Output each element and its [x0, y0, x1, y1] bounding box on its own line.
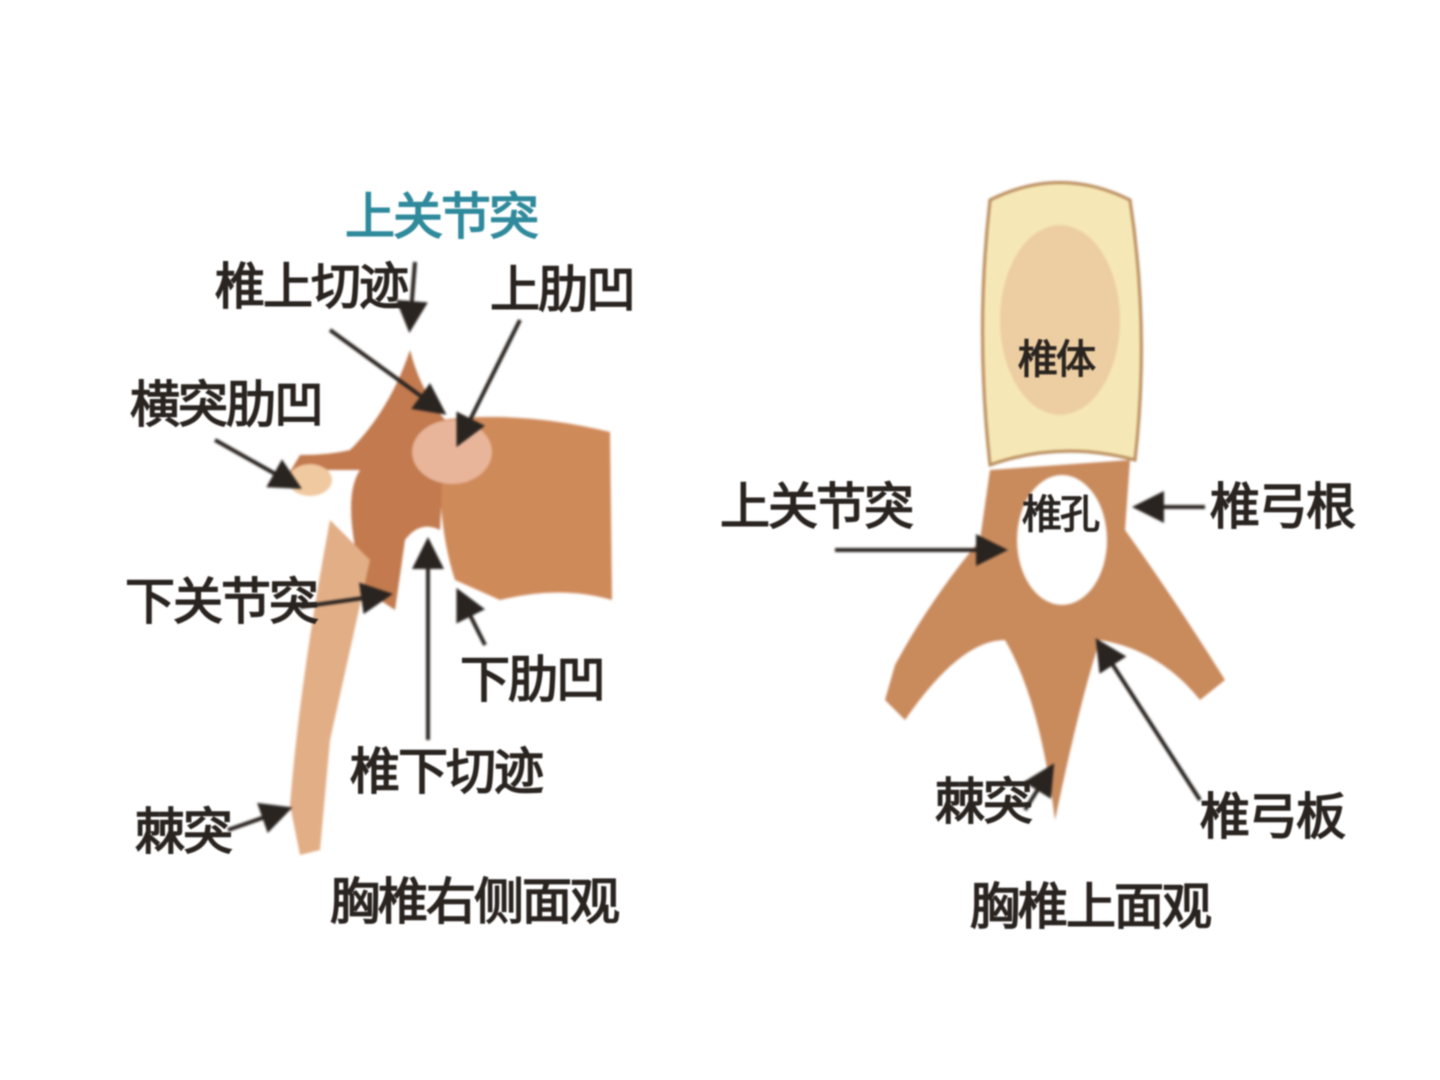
body-cancellous: [1000, 225, 1120, 415]
lateral-arch: [285, 350, 445, 610]
label-inferior-vertebral-notch: 椎下切迹: [350, 743, 544, 801]
label-spinous-process-top: 棘突: [935, 773, 1033, 831]
label-superior-articular-process-top: 上关节突: [720, 478, 914, 536]
label-superior-vertebral-notch: 椎上切迹: [215, 258, 409, 316]
superior-costal-facet-shape: [412, 420, 492, 484]
label-inferior-costal-facet: 下肋凹: [460, 651, 606, 709]
label-lamina: 椎弓板: [1200, 788, 1346, 846]
superior-leader-lines: [835, 491, 1205, 812]
lateral-vertebra-drawing: [285, 350, 612, 855]
label-transverse-costal-facet: 横突肋凹: [130, 376, 324, 434]
superior-arch: [885, 460, 1225, 820]
notch-shape: [407, 530, 443, 590]
lateral-leader-lines: [214, 261, 522, 834]
caption-superior-view: 胸椎上面观: [970, 878, 1212, 936]
label-superior-articular-process-lateral: 上关节突: [345, 188, 539, 246]
label-spinous-process-lateral: 棘突: [135, 803, 233, 861]
caption-lateral-view: 胸椎右侧面观: [330, 873, 620, 931]
label-vertebral-foramen: 椎孔: [1022, 492, 1100, 538]
label-superior-costal-facet: 上肋凹: [490, 261, 636, 319]
label-pedicle: 椎弓根: [1210, 478, 1356, 536]
superior-vertebra-drawing: [885, 181, 1225, 820]
lateral-spinous-process: [290, 520, 370, 855]
label-inferior-articular-process: 下关节突: [125, 573, 319, 631]
transverse-facet-shape: [288, 464, 332, 496]
vertebral-foramen-shape: [1017, 475, 1107, 605]
label-vertebral-body: 椎体: [1018, 337, 1096, 383]
